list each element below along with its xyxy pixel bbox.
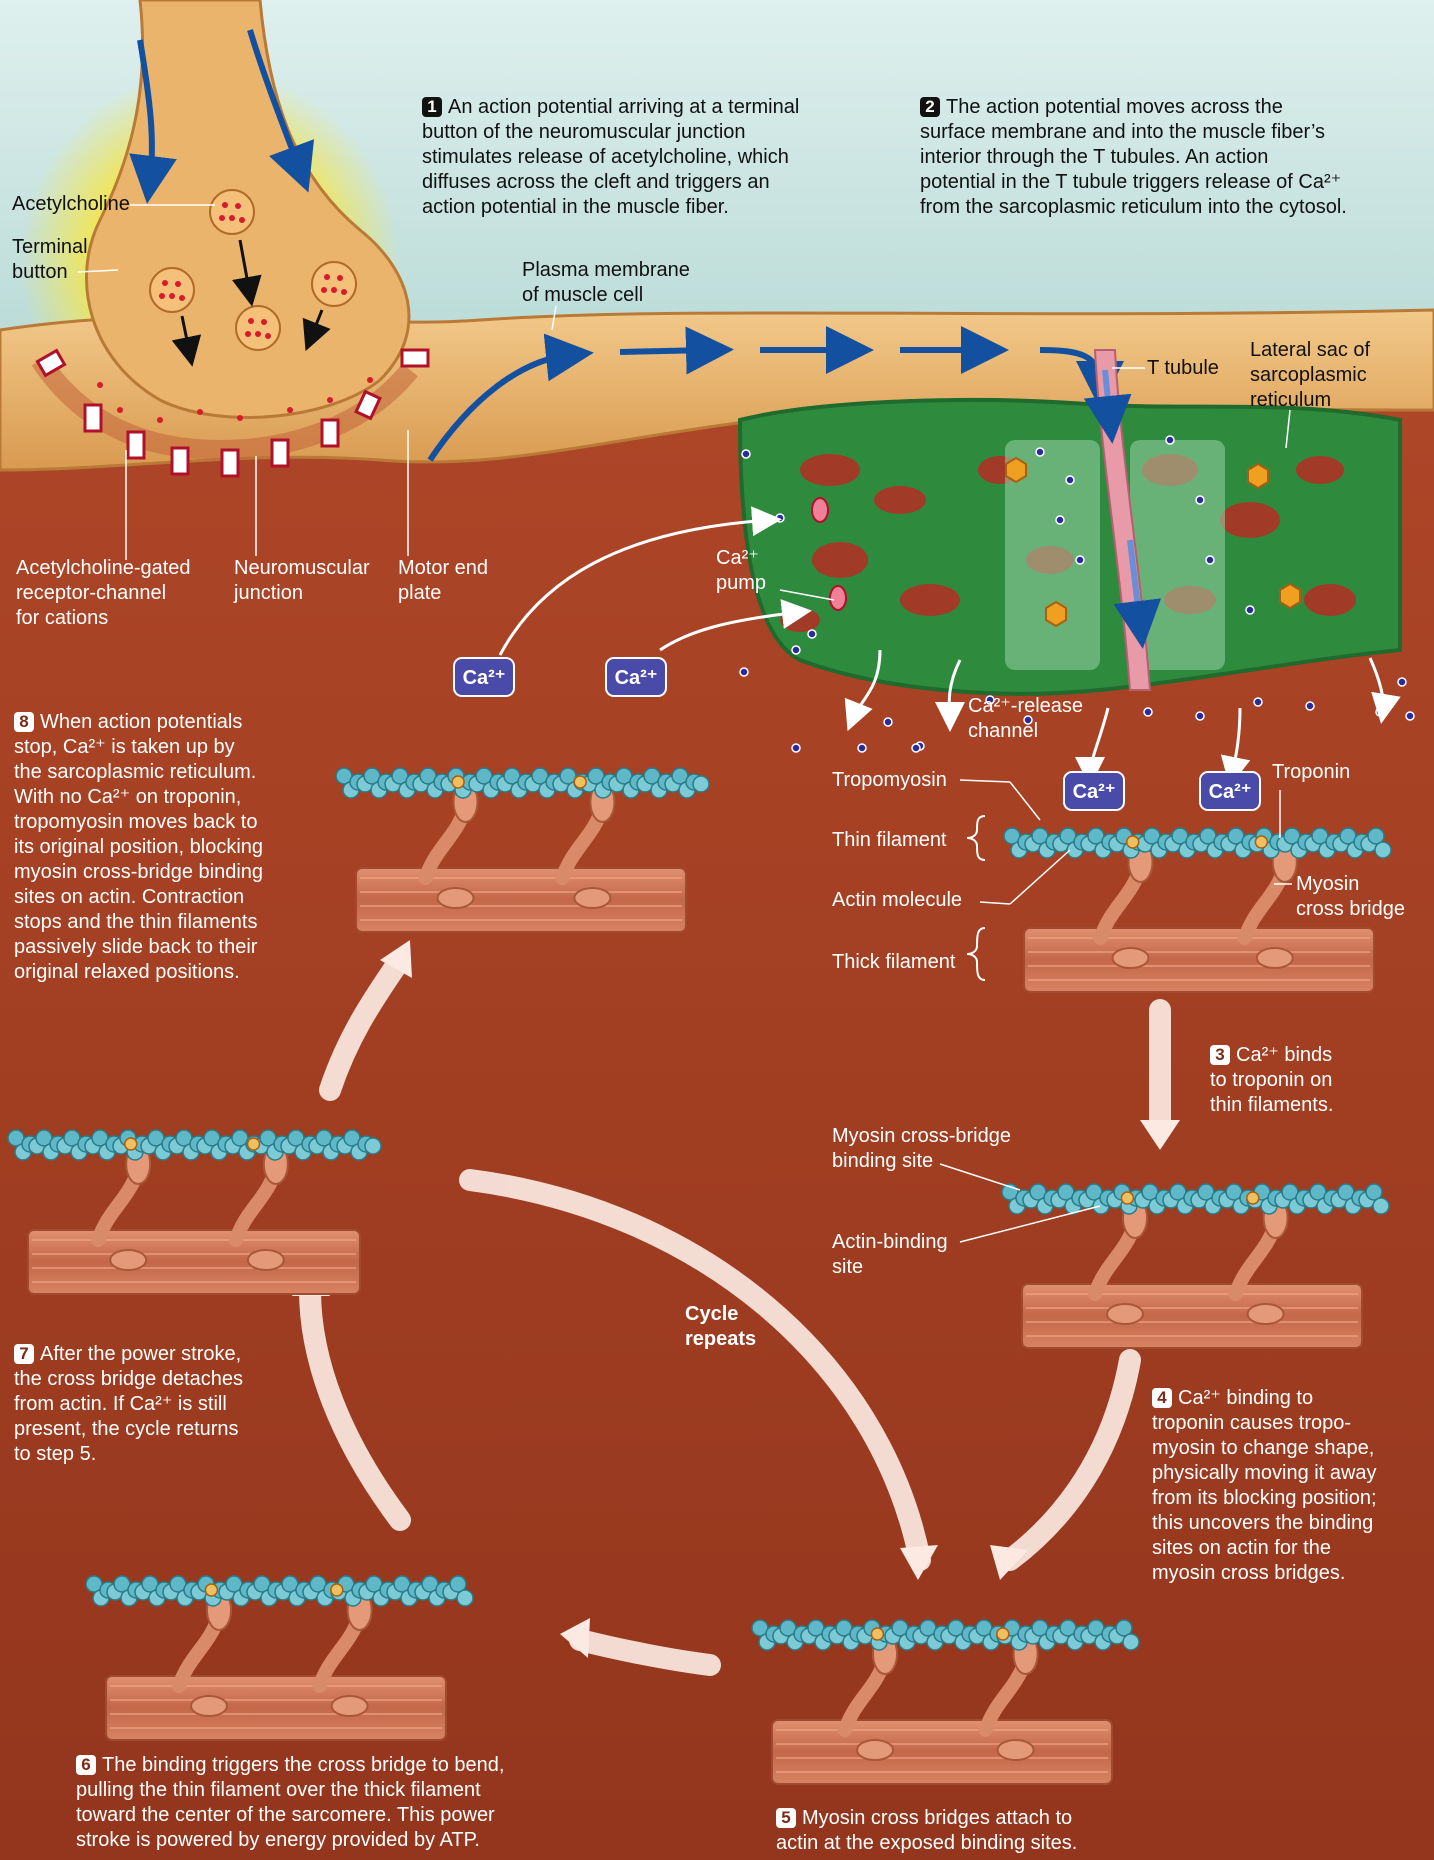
step-7-number: 7 <box>14 1344 34 1364</box>
label-thin-filament: Thin filament <box>832 828 947 853</box>
ca-badge-label: Ca²⁺ <box>1073 781 1116 803</box>
step-1-number: 1 <box>422 97 442 117</box>
ca-badge-label: Ca²⁺ <box>463 667 506 689</box>
ca-badge-label: Ca²⁺ <box>1209 781 1252 803</box>
ca-badge: Ca²⁺ <box>606 658 666 696</box>
label-lateral-sac: Lateral sac of sarcoplasmic reticulum <box>1250 338 1370 413</box>
step-2-number: 2 <box>920 97 940 117</box>
step-5-number: 5 <box>776 1808 796 1828</box>
label-actin-binding-site: Actin-binding site <box>832 1230 948 1280</box>
step-6-number: 6 <box>76 1755 96 1775</box>
label-actin-molecule: Actin molecule <box>832 888 962 913</box>
label-troponin: Troponin <box>1272 760 1350 785</box>
step-3-number: 3 <box>1210 1045 1230 1065</box>
label-t-tubule: T tubule <box>1147 356 1219 381</box>
label-ca-pump: Ca²⁺ pump <box>716 546 766 596</box>
label-tropomyosin: Tropomyosin <box>832 768 947 793</box>
step-8-number: 8 <box>14 712 34 732</box>
label-myosin-binding-site: Myosin cross-bridge binding site <box>832 1124 1011 1174</box>
label-ca-release-channel: Ca²⁺-release channel <box>968 694 1083 744</box>
ca-badge: Ca²⁺ <box>1200 772 1260 810</box>
label-thick-filament: Thick filament <box>832 950 955 975</box>
label-cycle-repeats: Cycle repeats <box>685 1302 756 1352</box>
ca-badge: Ca²⁺ <box>454 658 514 696</box>
step-4-number: 4 <box>1152 1388 1172 1408</box>
label-neuromuscular-junction: Neuromuscular junction <box>234 556 370 606</box>
label-plasma-membrane: Plasma membrane of muscle cell <box>522 258 690 308</box>
label-motor-end-plate: Motor end plate <box>398 556 488 606</box>
ca-badge-label: Ca²⁺ <box>615 667 658 689</box>
label-receptor-channel: Acetylcholine-gated receptor-channel for… <box>16 556 191 631</box>
label-terminal-button: Terminal button <box>12 235 88 285</box>
label-myosin-cross-bridge: Myosin cross bridge <box>1296 872 1405 922</box>
label-acetylcholine: Acetylcholine <box>12 192 130 217</box>
ca-badge: Ca²⁺ <box>1064 772 1124 810</box>
